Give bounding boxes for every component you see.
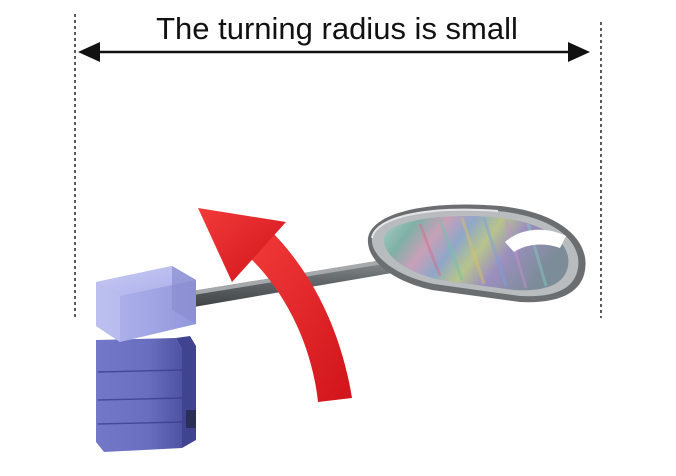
turning-radius-caption: The turning radius is small xyxy=(156,11,518,46)
rotary-actuator-block-icon xyxy=(96,266,196,452)
curved-arrow-icon xyxy=(198,208,352,402)
double-headed-arrow-icon xyxy=(78,42,590,62)
silicon-wafer-icon xyxy=(367,204,586,303)
